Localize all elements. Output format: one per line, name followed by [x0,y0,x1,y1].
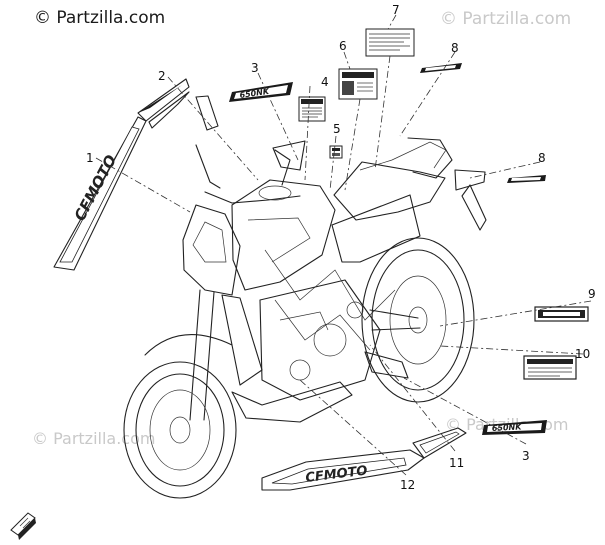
leader-lines [95,14,592,476]
decal-12-lower-brand[interactable]: CFMOTO [261,449,425,491]
decal-8-top[interactable] [420,63,462,73]
decal-5-small-label[interactable] [329,145,343,159]
callout-3-bottom[interactable]: 3 [522,449,530,463]
callout-8-right[interactable]: 8 [538,151,546,165]
watermark-top-left: © Partzilla.com [34,8,165,28]
callout-12[interactable]: 12 [400,478,415,492]
decal-2-short-stripe[interactable] [137,78,190,129]
callout-6[interactable]: 6 [339,39,347,53]
decal-4-warning-label[interactable] [298,96,326,122]
decal-10-label[interactable] [523,355,577,380]
decal-3-model-top-text: 650NK [239,87,270,100]
callout-4[interactable]: 4 [321,75,329,89]
callout-10[interactable]: 10 [575,347,590,361]
watermark-top-right: © Partzilla.com [440,9,571,29]
callout-numbers: 1 2 3 4 5 6 7 8 8 9 10 3 11 12 [86,3,596,492]
decal-3-model-bottom-text: 650NK [492,422,523,433]
callout-5[interactable]: 5 [333,122,341,136]
decal-8-right[interactable] [507,175,546,183]
decal-1-tank-stripe[interactable]: CFMOTO [53,116,147,271]
decal-3-model-top[interactable]: 650NK [229,82,293,102]
decal-7-spec-label[interactable] [365,28,415,57]
decal-11-lower-stripe[interactable] [412,427,467,459]
callout-9[interactable]: 9 [588,287,596,301]
book-icon[interactable] [10,512,36,540]
callout-7[interactable]: 7 [392,3,400,17]
decal-6-info-label[interactable] [338,68,378,100]
callout-3-top[interactable]: 3 [251,61,259,75]
callout-8-top[interactable]: 8 [451,41,459,55]
decal-3-model-bottom[interactable]: 650NK [482,420,547,435]
motorcycle-outline [123,95,487,499]
decal-9-label[interactable] [534,306,589,322]
callout-11[interactable]: 11 [449,456,464,470]
callout-1[interactable]: 1 [86,151,94,165]
callout-2[interactable]: 2 [158,69,166,83]
